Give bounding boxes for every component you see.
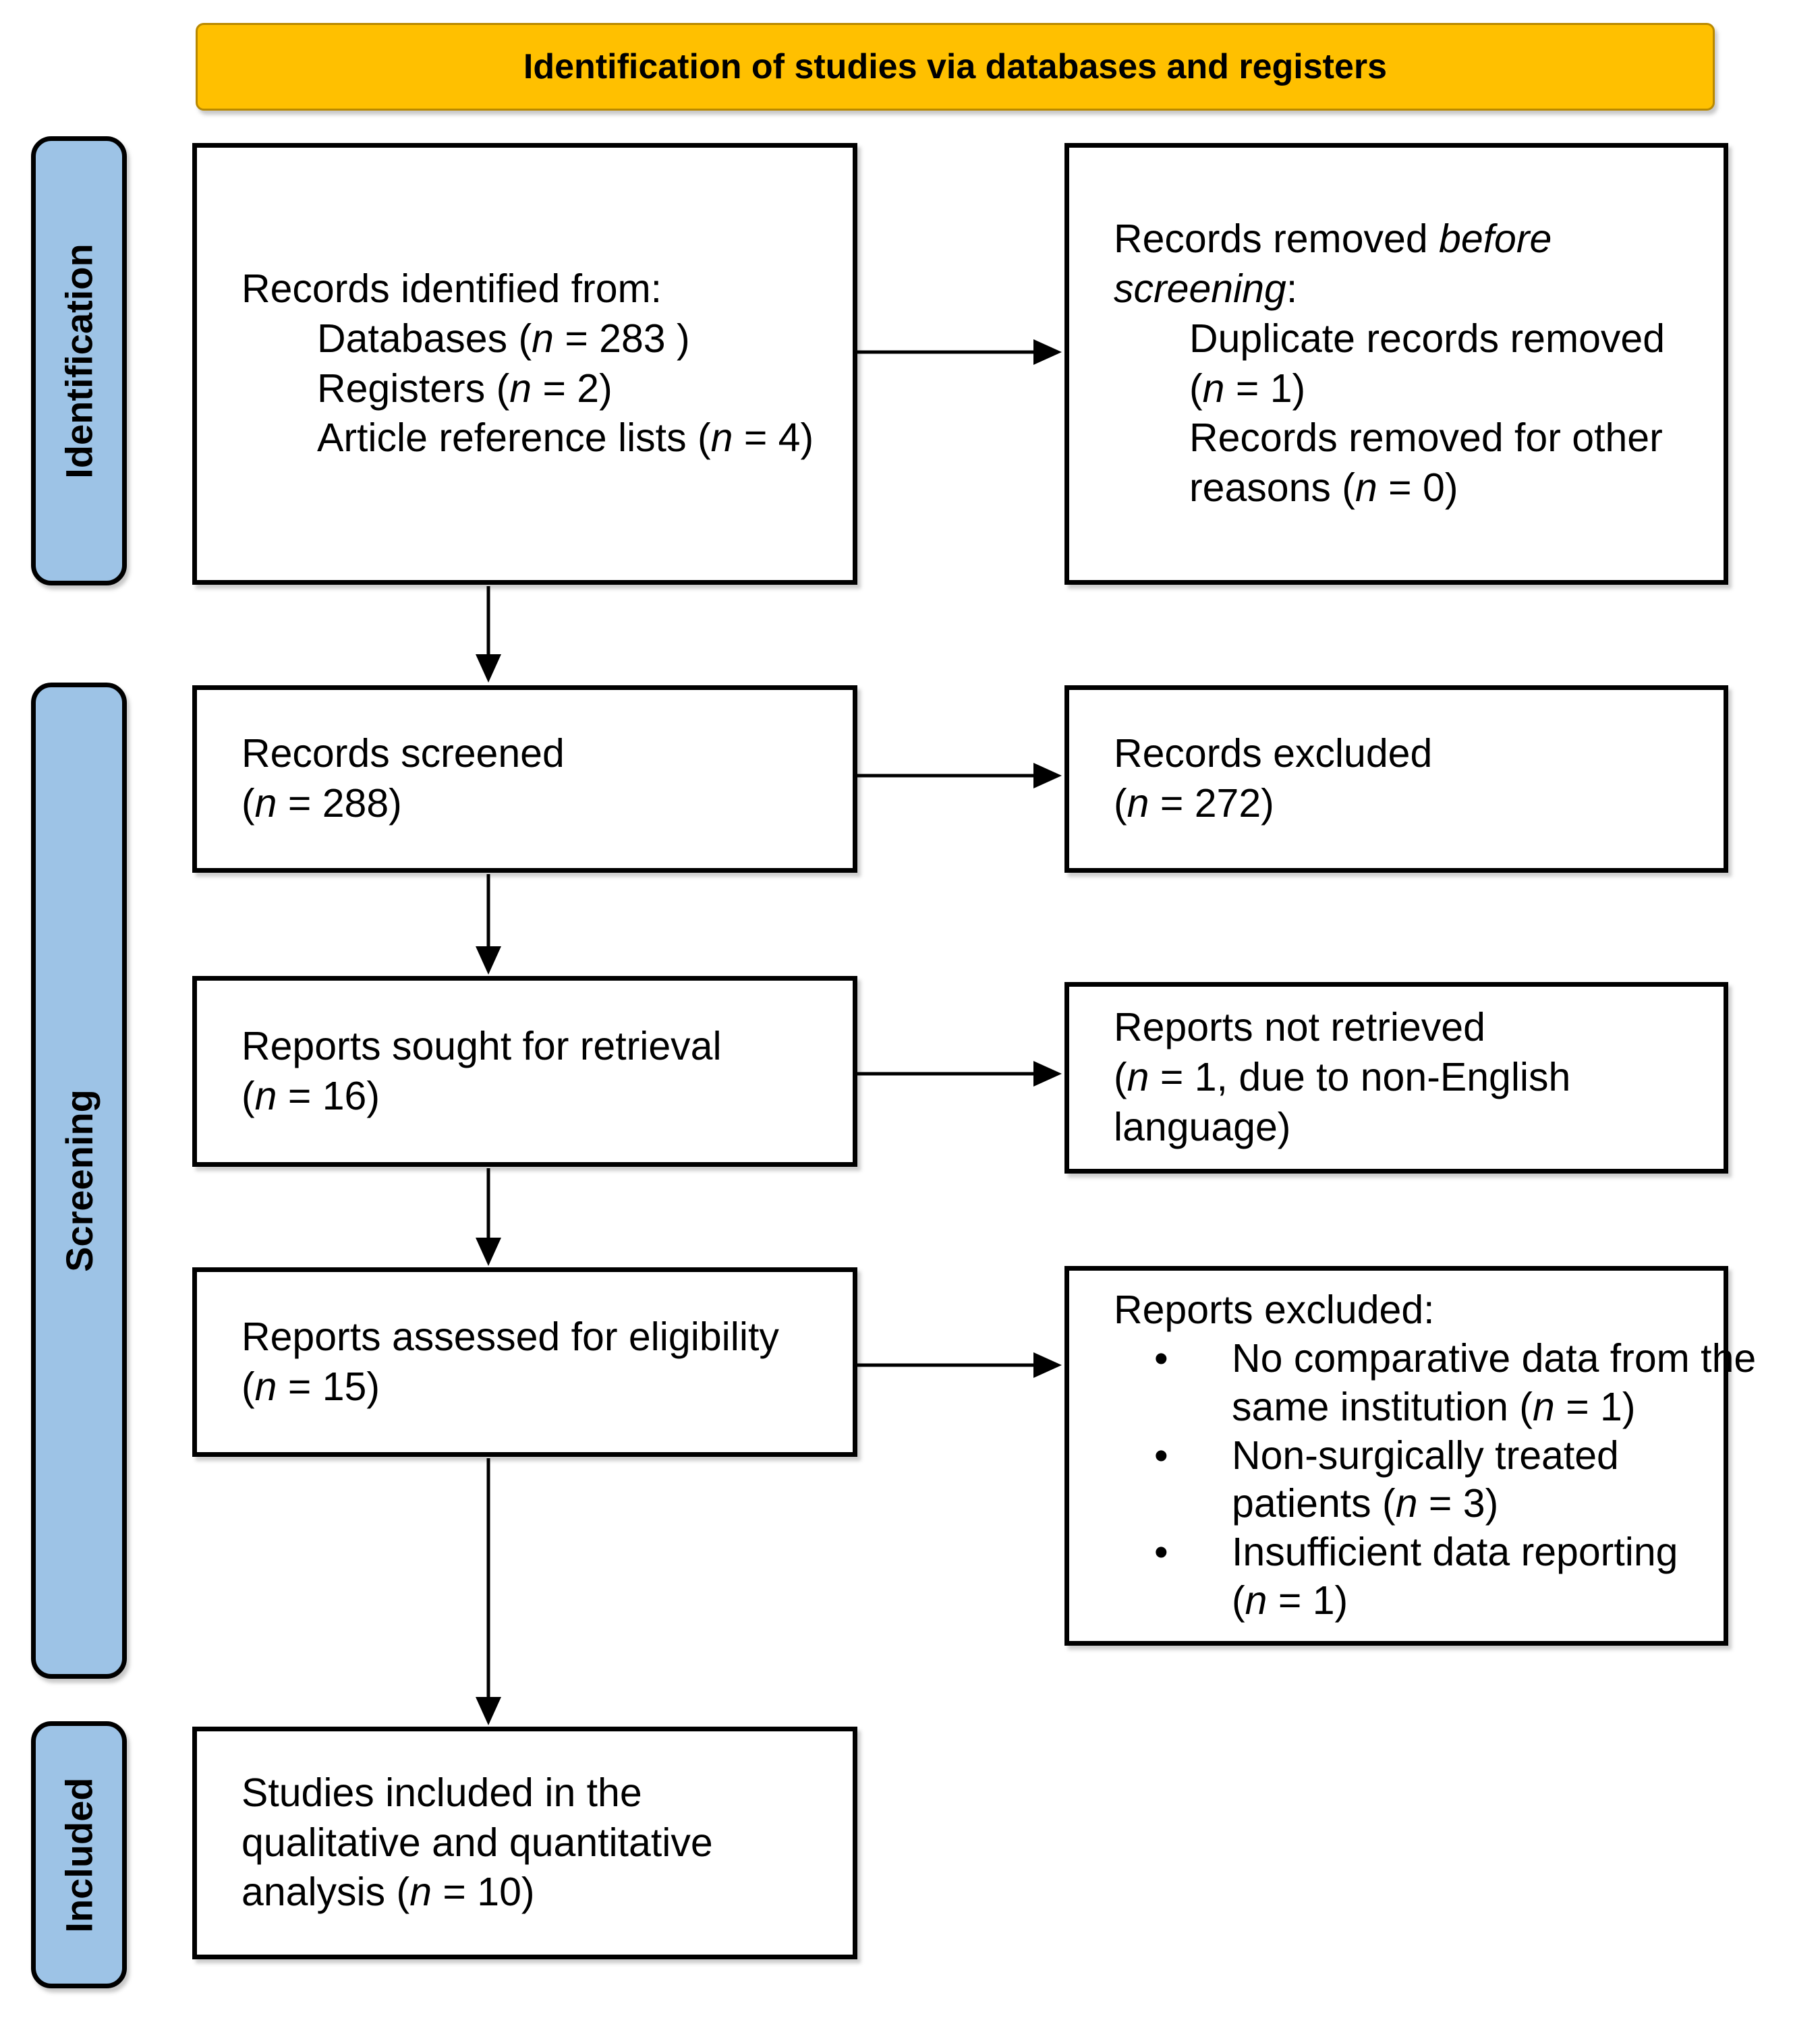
arrow-right-icon bbox=[1033, 1061, 1062, 1087]
box-text-line: (n = 15) bbox=[241, 1364, 380, 1409]
arrow-shaft bbox=[486, 586, 490, 658]
box-text-line: same institution (n = 1) bbox=[1232, 1384, 1636, 1429]
bullet-icon: • bbox=[1154, 1433, 1168, 1478]
arrow-down-icon bbox=[476, 946, 501, 975]
box-text-line: patients (n = 3) bbox=[1232, 1481, 1499, 1526]
box-bullet-line: •Insufficient data reporting bbox=[1114, 1528, 1717, 1577]
box-text-line: (n = 272) bbox=[1114, 781, 1274, 826]
box-text-line: (n = 1) bbox=[1189, 366, 1306, 411]
stage-label-identification-text: Identification bbox=[57, 243, 101, 479]
arrow-right-icon bbox=[1033, 1352, 1062, 1378]
box-text-line: screening: bbox=[1114, 266, 1298, 311]
arrow-down-icon bbox=[476, 1697, 501, 1725]
stage-label-included-text: Included bbox=[57, 1777, 101, 1933]
box-text-line: Databases (n = 283 ) bbox=[317, 316, 690, 361]
stage-label-included: Included bbox=[31, 1721, 127, 1988]
box-reports-excluded: Reports excluded:•No comparative data fr… bbox=[1064, 1266, 1756, 1646]
stage-label-screening: Screening bbox=[31, 683, 127, 1679]
banner: Identification of studies via databases … bbox=[196, 23, 1715, 111]
box-text-line: Reports sought for retrieval bbox=[241, 1023, 722, 1068]
arrow-sought-to-not-retrieved bbox=[856, 1059, 1062, 1089]
box-text-line: Reports not retrieved bbox=[1114, 1005, 1485, 1050]
box-bullet-line: •Non-surgically treated bbox=[1114, 1432, 1717, 1480]
arrow-shaft bbox=[856, 350, 1039, 354]
banner-title: Identification of studies via databases … bbox=[523, 47, 1388, 86]
box-text-line: analysis (n = 10) bbox=[241, 1870, 535, 1915]
box-text-line: Studies included in the bbox=[241, 1770, 642, 1815]
box-text-line: Records removed for other bbox=[1189, 415, 1663, 461]
arrow-shaft bbox=[856, 1363, 1039, 1367]
arrow-screened-to-excluded bbox=[856, 761, 1062, 790]
arrow-down-icon bbox=[476, 1238, 501, 1266]
box-text-line: (n = 1, due to non-English bbox=[1114, 1055, 1571, 1100]
arrow-identified-to-removed bbox=[856, 337, 1062, 367]
bullet-icon: • bbox=[1154, 1530, 1168, 1575]
stage-label-screening-text: Screening bbox=[57, 1089, 101, 1272]
box-text-line: Reports excluded: bbox=[1114, 1287, 1435, 1332]
box-text-line: language) bbox=[1114, 1104, 1291, 1149]
arrow-shaft bbox=[486, 1458, 490, 1701]
box-text-line: qualitative and quantitative bbox=[241, 1820, 713, 1865]
arrow-identified-to-screened bbox=[474, 586, 503, 683]
box-records-screened: Records screened (n = 288) bbox=[192, 685, 857, 873]
box-text-line: Records screened bbox=[241, 731, 565, 776]
box-reports-not-retrieved: Reports not retrieved (n = 1, due to non-… bbox=[1064, 982, 1728, 1174]
arrow-assessed-to-included bbox=[474, 1458, 503, 1725]
box-records-identified: Records identified from: Databases (n = 2… bbox=[192, 143, 857, 585]
box-text-line: Article reference lists (n = 4) bbox=[317, 415, 814, 461]
box-text-line: Reports assessed for eligibility bbox=[241, 1314, 779, 1359]
box-text-line: Records removed before bbox=[1114, 217, 1552, 262]
bullet-icon: • bbox=[1154, 1335, 1168, 1381]
arrow-sought-to-assessed bbox=[474, 1168, 503, 1266]
box-text-line: (n = 1) bbox=[1232, 1578, 1348, 1623]
box-text-line: (n = 288) bbox=[241, 781, 402, 826]
arrow-right-icon bbox=[1033, 763, 1062, 788]
box-text-line: (n = 16) bbox=[241, 1073, 380, 1118]
arrow-assessed-to-reports-excluded bbox=[856, 1350, 1062, 1380]
arrow-shaft bbox=[486, 874, 490, 950]
box-text-line: Records identified from: bbox=[241, 266, 662, 311]
arrow-right-icon bbox=[1033, 339, 1062, 365]
box-text-line: Records excluded bbox=[1114, 731, 1433, 776]
box-records-excluded: Records excluded (n = 272) bbox=[1064, 685, 1728, 873]
box-studies-included: Studies included in the qualitative and q… bbox=[192, 1727, 857, 1959]
arrow-screened-to-sought bbox=[474, 874, 503, 975]
box-text-line: reasons (n = 0) bbox=[1189, 465, 1458, 510]
stage-label-identification: Identification bbox=[31, 136, 127, 585]
box-bullet-line: •No comparative data from the bbox=[1114, 1335, 1756, 1383]
box-text-line: Registers (n = 2) bbox=[317, 366, 613, 411]
arrow-down-icon bbox=[476, 654, 501, 683]
arrow-shaft bbox=[856, 1072, 1039, 1076]
arrow-shaft bbox=[486, 1168, 490, 1242]
box-reports-assessed-for-eligibility: Reports assessed for eligibility (n = 15) bbox=[192, 1267, 857, 1457]
box-text-line: Duplicate records removed bbox=[1189, 316, 1666, 361]
box-reports-sought-for-retrieval: Reports sought for retrieval (n = 16) bbox=[192, 976, 857, 1167]
arrow-shaft bbox=[856, 774, 1039, 778]
